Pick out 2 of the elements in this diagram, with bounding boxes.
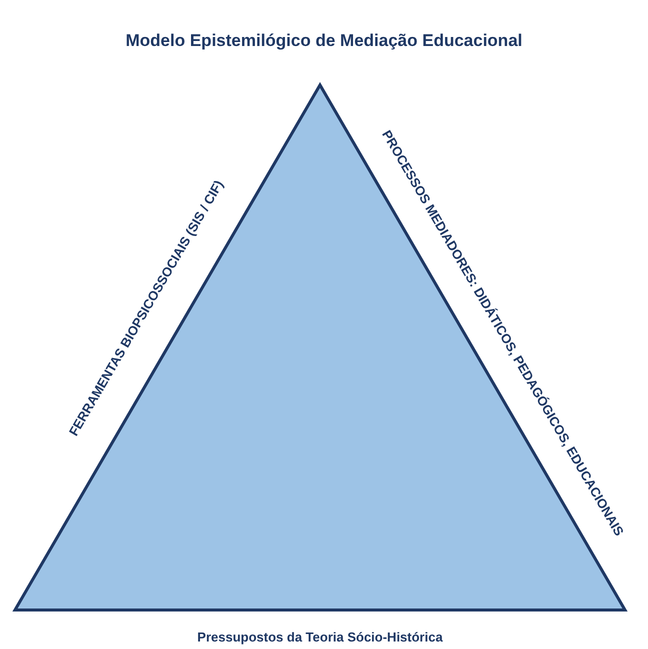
diagram-title: Modelo Epistemilógico de Mediação Educacional bbox=[124, 31, 524, 51]
base-label: Pressupostos da Teoria Sócio-Histórica bbox=[197, 630, 443, 644]
